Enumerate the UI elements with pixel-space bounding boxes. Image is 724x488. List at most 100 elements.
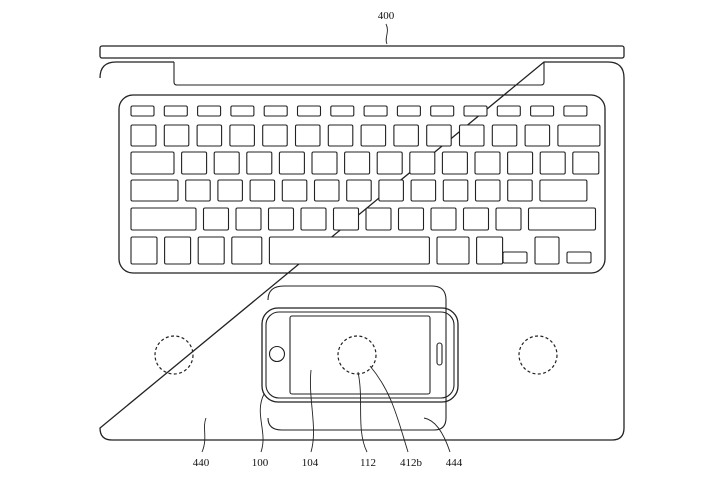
keyboard-key-46 [281, 179, 308, 202]
charging-pad-outline [267, 285, 447, 431]
leader-440 [201, 417, 207, 453]
left-coil-circle [154, 335, 194, 375]
keyboard-key-55 [130, 207, 197, 231]
keyboard-key-72 [436, 236, 470, 265]
keyboard-key-74 [502, 251, 528, 264]
home-button-icon [268, 345, 286, 363]
keyboard-key-35 [376, 151, 403, 175]
leader-412b [369, 365, 409, 453]
keyboard-key-39 [507, 151, 534, 175]
keyboard-key-17 [229, 124, 255, 147]
keyboard-key-50 [410, 179, 437, 202]
keyboard-key-34 [344, 151, 371, 175]
laptop-base [99, 61, 625, 441]
keyboard-key-3 [230, 105, 255, 117]
keyboard-key-0 [130, 105, 155, 117]
keyboard-key-2 [197, 105, 222, 117]
right-coil-circle [518, 335, 558, 375]
keyboard-key-29 [181, 151, 208, 175]
keyboard-key-51 [442, 179, 469, 202]
keyboard-key-19 [294, 124, 321, 147]
keyboard-key-59 [300, 207, 327, 231]
keyboard-key-32 [278, 151, 305, 175]
keyboard-key-56 [202, 207, 230, 231]
keyboard-key-22 [393, 124, 419, 147]
keyboard-key-61 [365, 207, 392, 231]
keyboard-key-20 [327, 124, 354, 147]
keyboard-key-40 [539, 151, 566, 175]
keyboard-key-7 [363, 105, 388, 117]
keyboard-key-38 [474, 151, 501, 175]
keyboard-key-53 [507, 179, 533, 202]
keyboard-key-28 [130, 151, 175, 175]
phone [261, 307, 459, 403]
keyboard-key-33 [311, 151, 338, 175]
hinge-recess [173, 62, 545, 86]
keyboard-key-21 [360, 124, 387, 147]
keyboard-key-67 [130, 236, 158, 265]
keyboard-key-63 [430, 207, 457, 231]
label-100: 100 [252, 457, 269, 469]
keyboard-key-71 [268, 236, 430, 265]
keyboard-key-42 [130, 179, 179, 202]
keyboard-key-31 [246, 151, 273, 175]
keyboard-key-62 [397, 207, 425, 231]
leader-400 [385, 23, 388, 45]
base-outline [99, 61, 625, 441]
label-412b: 412b [400, 457, 423, 469]
label-444: 444 [446, 457, 463, 469]
keyboard-key-27 [557, 124, 601, 147]
keyboard-key-52 [474, 179, 501, 202]
keyboard-key-6 [330, 105, 355, 117]
keyboard-key-41 [572, 151, 600, 175]
keyboard-key-66 [527, 207, 597, 231]
phone-screen [289, 315, 431, 395]
keyboard-key-44 [217, 179, 243, 202]
keyboard-key-69 [197, 236, 225, 265]
leader-100 [259, 393, 265, 453]
keyboard-key-47 [313, 179, 340, 202]
keyboard-key-11 [496, 105, 521, 117]
keyboard-key-5 [296, 105, 322, 117]
keyboard-key-4 [263, 105, 288, 117]
keyboard-key-58 [267, 207, 295, 231]
keyboard-key-70 [231, 236, 263, 265]
keyboard-key-36 [409, 151, 436, 175]
label-400: 400 [378, 10, 395, 22]
keyboard-key-37 [441, 151, 468, 175]
leader-112 [357, 371, 368, 453]
keyboard-key-65 [495, 207, 522, 231]
speaker-slot-icon [436, 342, 443, 366]
keyboard-key-30 [213, 151, 240, 175]
center-coil-circle [337, 335, 377, 375]
keyboard-key-49 [378, 179, 404, 202]
keyboard-key-12 [530, 105, 555, 117]
phone-inner-edge [265, 311, 455, 399]
laptop-lid [99, 45, 625, 86]
keyboard-key-23 [426, 124, 452, 147]
keyboard-key-25 [491, 124, 518, 147]
keyboard-key-1 [163, 105, 188, 117]
keyboard-key-68 [164, 236, 192, 265]
keyboard-key-15 [163, 124, 190, 147]
keyboard-key-14 [130, 124, 157, 147]
keyboard-key-8 [396, 105, 421, 117]
keyboard-key-43 [185, 179, 211, 202]
keyboard-key-64 [462, 207, 490, 231]
keyboard-key-9 [430, 105, 455, 117]
charging-pad [267, 285, 447, 431]
keyboard [130, 105, 601, 265]
keyboard-key-24 [458, 124, 485, 147]
label-104: 104 [302, 457, 319, 469]
keyboard-key-45 [249, 179, 276, 202]
keyboard-key-10 [463, 105, 488, 117]
label-440: 440 [193, 457, 210, 469]
lid-outline [99, 45, 625, 59]
leader-444 [423, 417, 451, 453]
keyboard-key-54 [539, 179, 588, 202]
keyboard-key-76 [566, 251, 592, 264]
phone-body [261, 307, 459, 403]
keyboard-key-57 [235, 207, 262, 231]
